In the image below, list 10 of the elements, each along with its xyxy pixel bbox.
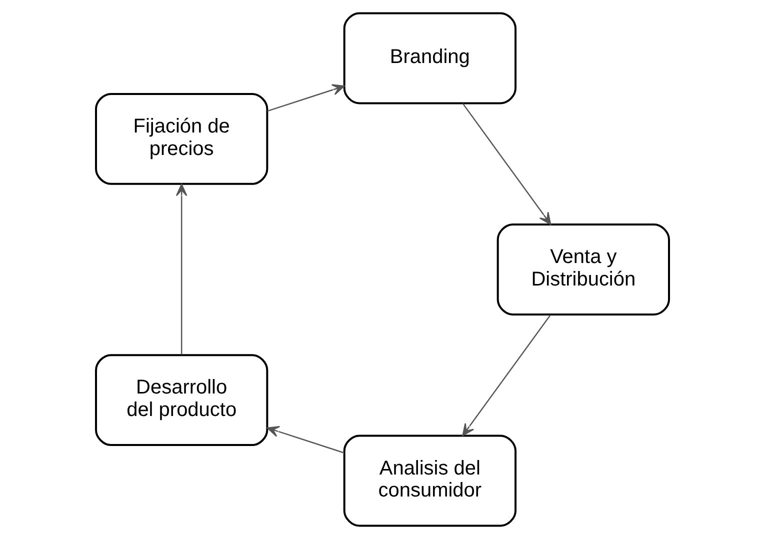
- node-box: Fijación de precios: [94, 92, 268, 185]
- arrow: [462, 103, 551, 225]
- node-box: Analisis del consumidor: [342, 434, 516, 527]
- node-box: Desarrollo del producto: [94, 354, 268, 446]
- node-box: Branding: [342, 12, 516, 104]
- arrow: [266, 426, 344, 454]
- arrow: [462, 314, 550, 436]
- arrow: [266, 84, 344, 112]
- node-box: Venta y Distribución: [496, 224, 670, 316]
- arrow: [175, 184, 187, 355]
